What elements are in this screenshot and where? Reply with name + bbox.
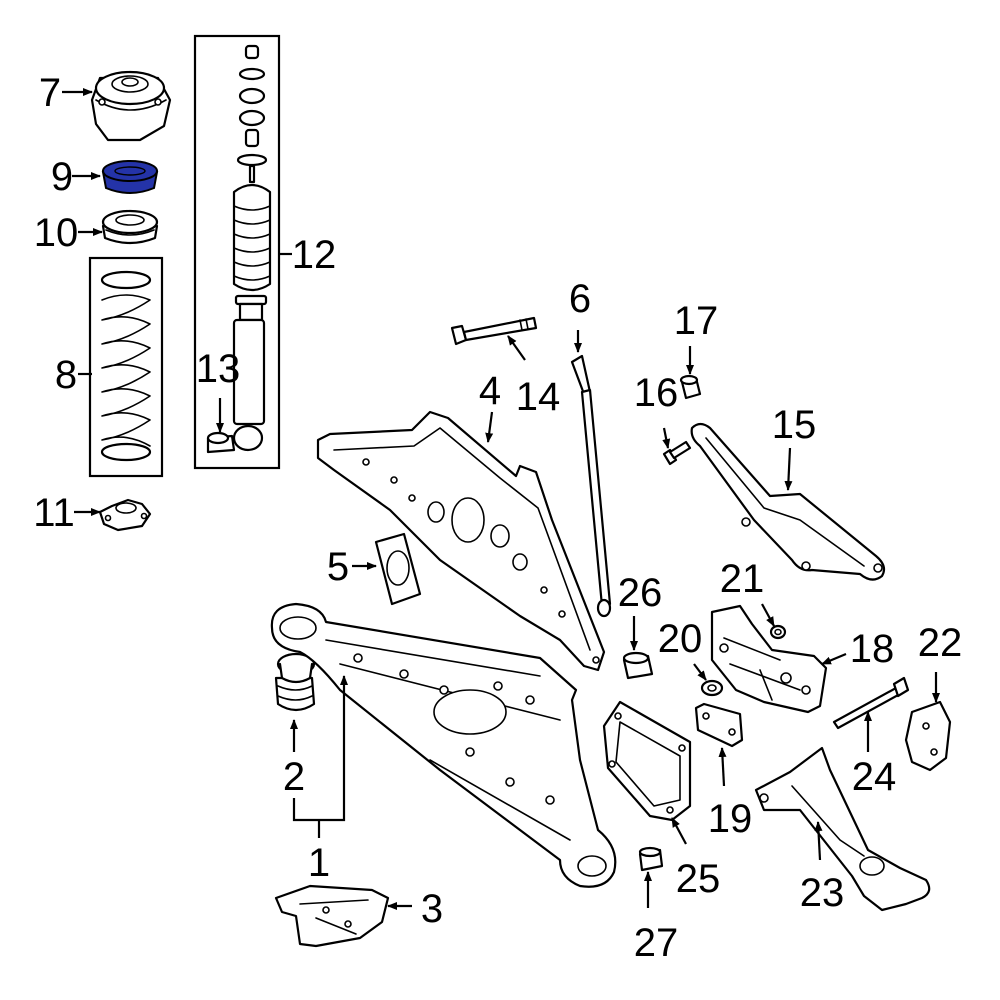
callout-1: 1 [308, 841, 330, 885]
callout-13: 13 [196, 347, 241, 391]
callout-9: 9 [51, 155, 73, 199]
callout-4: 4 [479, 369, 501, 413]
part-21-washer[interactable] [769, 624, 787, 640]
callout-14: 14 [516, 375, 561, 419]
part-23-wheel-carrier[interactable] [754, 746, 931, 912]
callout-5: 5 [327, 545, 349, 589]
part-3-bracket[interactable] [274, 884, 390, 948]
part-25-cover-plate[interactable] [602, 700, 692, 822]
part-11-bump-stop-seat[interactable] [98, 498, 152, 532]
callout-26: 26 [618, 571, 663, 615]
callout-6: 6 [569, 277, 591, 321]
callout-20: 20 [658, 617, 703, 661]
callout-8: 8 [55, 353, 77, 397]
callout-15: 15 [772, 403, 817, 447]
part-4-subframe-bracket[interactable] [316, 410, 606, 672]
callout-12: 12 [292, 233, 337, 277]
callout-labels: 1 2 3 4 5 6 7 8 9 10 11 12 13 14 15 16 1… [33, 71, 962, 965]
part-24-bolt[interactable] [832, 676, 910, 730]
callout-10: 10 [34, 211, 79, 255]
part-2-subframe-mount[interactable] [274, 652, 316, 712]
callout-11: 11 [33, 491, 75, 535]
callout-19: 19 [708, 797, 753, 841]
callout-17: 17 [674, 299, 719, 343]
part-20-washer[interactable] [700, 679, 724, 697]
callout-2: 2 [283, 755, 305, 799]
callout-23: 23 [800, 871, 845, 915]
part-27-bushing[interactable] [638, 846, 664, 872]
callout-22: 22 [918, 621, 963, 665]
part-26-bushing[interactable] [622, 651, 654, 680]
part-15-trailing-arm[interactable] [690, 422, 886, 581]
callout-16: 16 [634, 371, 679, 415]
part-17-bushing[interactable] [679, 374, 702, 400]
callout-21: 21 [720, 557, 765, 601]
part-10-spring-pad[interactable] [101, 209, 159, 245]
part-22-mount-bracket[interactable] [904, 700, 952, 772]
part-12-shock-absorber[interactable] [193, 34, 281, 470]
part-18-diff-bracket[interactable] [710, 604, 828, 714]
part-16-bolt[interactable] [662, 440, 692, 466]
part-13-bushing[interactable] [206, 431, 236, 454]
callout-27: 27 [634, 921, 679, 965]
leader-lines [62, 88, 940, 910]
callout-18: 18 [850, 627, 895, 671]
part-8-coil-spring[interactable] [88, 256, 164, 478]
part-6-tie-rod[interactable] [570, 354, 612, 618]
callout-25: 25 [676, 857, 721, 901]
callout-7: 7 [39, 71, 61, 115]
callout-3: 3 [421, 887, 443, 931]
part-1-subframe[interactable] [270, 602, 617, 888]
part-19-plate[interactable] [694, 702, 744, 748]
part-5-gasket[interactable] [374, 532, 422, 606]
part-9-spring-seat[interactable] [101, 160, 159, 194]
callout-24: 24 [852, 755, 897, 799]
part-14-bolt[interactable] [450, 316, 538, 346]
part-7-strut-mount[interactable] [90, 70, 172, 142]
